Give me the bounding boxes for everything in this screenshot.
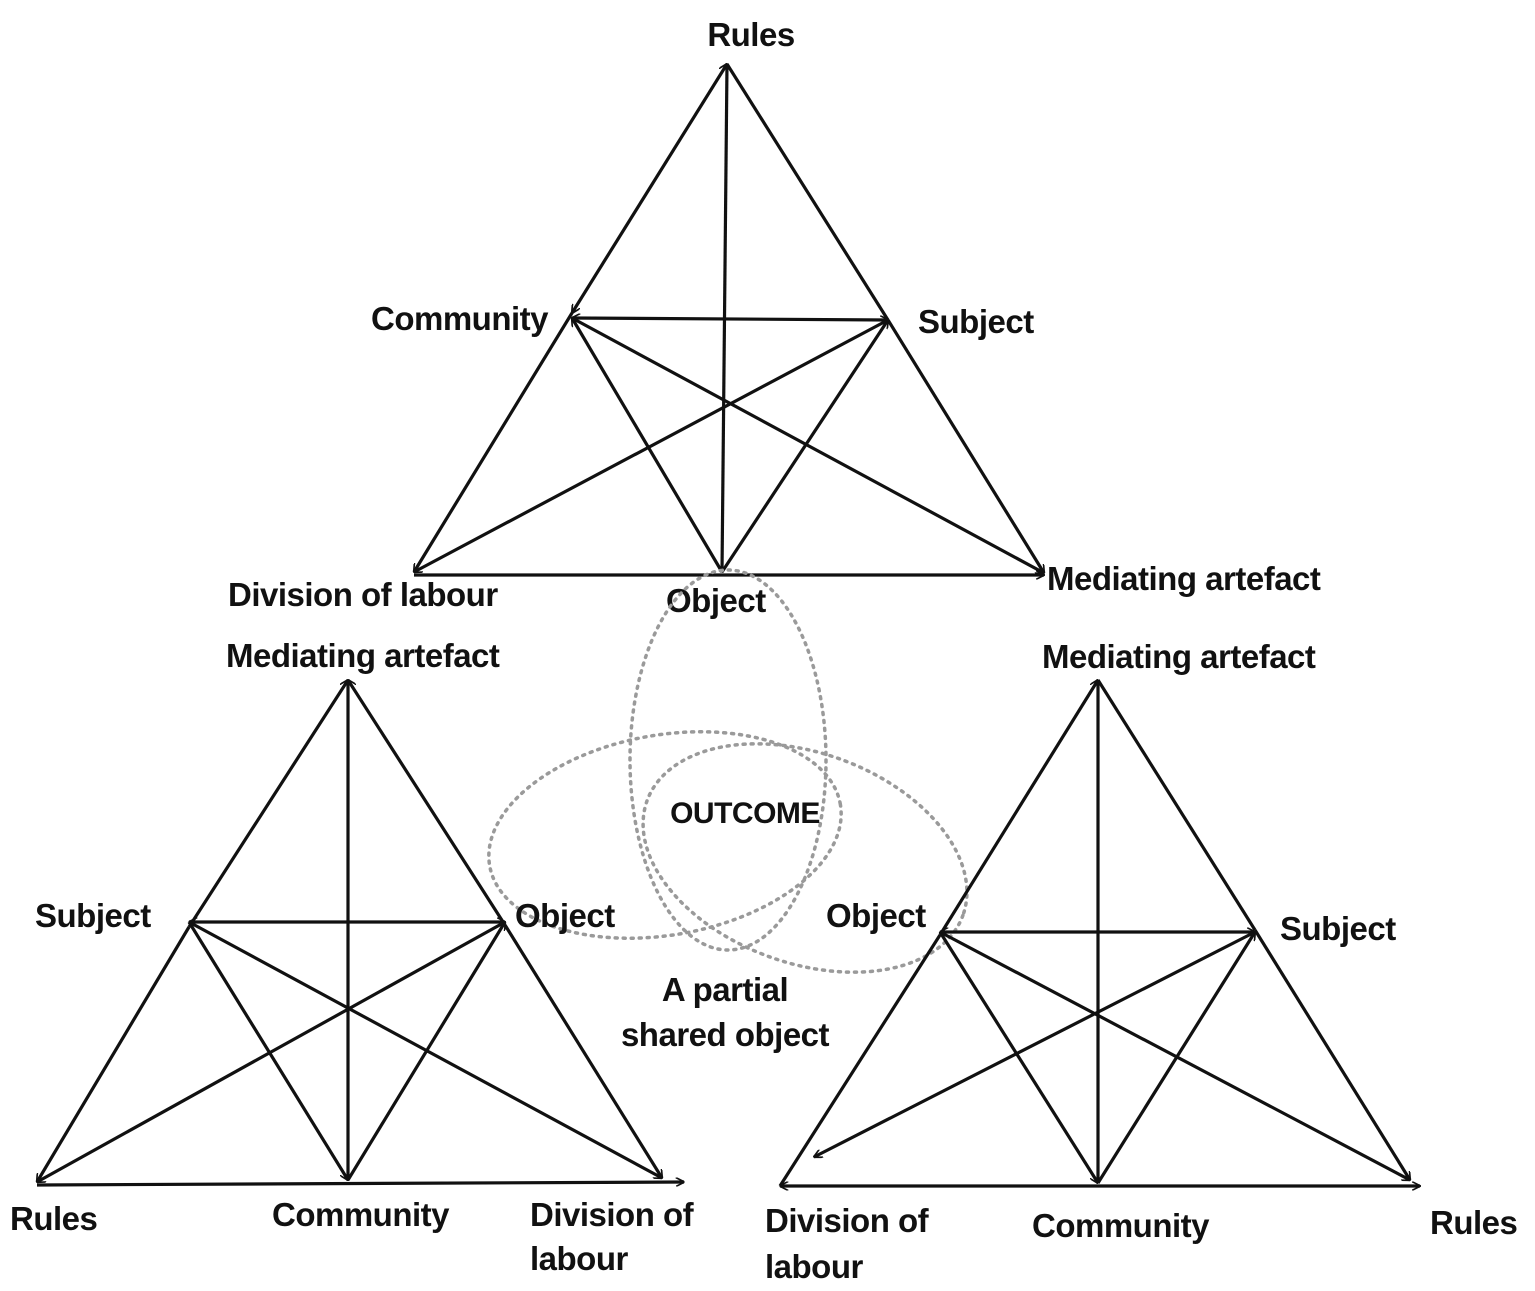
edge-subject-division	[414, 318, 888, 574]
edge-object-division	[503, 924, 662, 1178]
right-rules-label: Rules	[1430, 1204, 1517, 1241]
top-mediating-artefact-label: Mediating artefact	[1047, 560, 1321, 597]
left-object-label: Object	[515, 897, 615, 934]
edge-object-rules	[37, 920, 505, 1184]
top-division-of-labour-label: Division of labour	[228, 576, 498, 613]
shared-object-overlap: OUTCOME A partial shared object	[487, 568, 969, 1053]
left-division-of-labour-line2: labour	[530, 1240, 628, 1277]
shared-object-label-line2: shared object	[621, 1016, 830, 1053]
left-subject-label: Subject	[35, 897, 151, 934]
edge-mediating-object	[348, 680, 507, 926]
edge-subject-community	[187, 921, 350, 1180]
top-object-label: Object	[666, 582, 766, 619]
right-division-of-labour-line1: Division of	[765, 1202, 930, 1239]
right-activity-system: Mediating artefact Object Subject Divisi…	[765, 638, 1518, 1285]
edge-subject-object	[720, 320, 888, 573]
right-division-of-labour-line2: labour	[765, 1248, 863, 1285]
edge-subject-division	[188, 920, 662, 1180]
top-activity-system: Rules Community Subject Division of labo…	[228, 16, 1321, 619]
left-community-label: Community	[272, 1196, 450, 1233]
left-rules-label: Rules	[10, 1200, 97, 1237]
edge-rules-subject	[725, 63, 890, 321]
top-subject-label: Subject	[918, 303, 1034, 340]
edge-mediating-subject	[1096, 679, 1257, 931]
top-community-label: Community	[371, 300, 549, 337]
shared-object-label-line1: A partial	[662, 971, 788, 1008]
right-object-ellipse	[641, 742, 969, 974]
top-object-ellipse	[628, 568, 828, 952]
right-object-label: Object	[826, 897, 926, 934]
edge-mediating-subject	[187, 680, 348, 928]
edge-community-subject	[572, 318, 888, 320]
right-community-label: Community	[1032, 1207, 1210, 1244]
outcome-label: OUTCOME	[670, 797, 820, 830]
left-division-of-labour-line1: Division of	[530, 1196, 695, 1233]
edge-mediating-object	[938, 680, 1098, 936]
edge-rules-community	[572, 64, 727, 313]
right-mediating-artefact-label: Mediating artefact	[1042, 638, 1316, 675]
edge-object-division	[778, 934, 942, 1187]
edge-subject-mediating	[886, 319, 1046, 573]
edge-object-community	[938, 931, 1098, 1183]
edge-rules-division	[36, 1182, 684, 1187]
edge-subject-division	[814, 930, 1255, 1159]
edge-community-object	[570, 318, 724, 573]
edge-community-mediating	[571, 316, 1044, 575]
edge-community-division	[412, 312, 574, 572]
left-object-ellipse	[487, 730, 843, 940]
left-mediating-artefact-label: Mediating artefact	[226, 637, 500, 674]
left-activity-system: Mediating artefact Subject Object Rules …	[10, 637, 695, 1277]
right-subject-label: Subject	[1280, 910, 1396, 947]
edge-subject-rules	[1253, 929, 1410, 1180]
edge-subject-rules	[35, 926, 191, 1182]
top-rules-label: Rules	[707, 16, 794, 53]
